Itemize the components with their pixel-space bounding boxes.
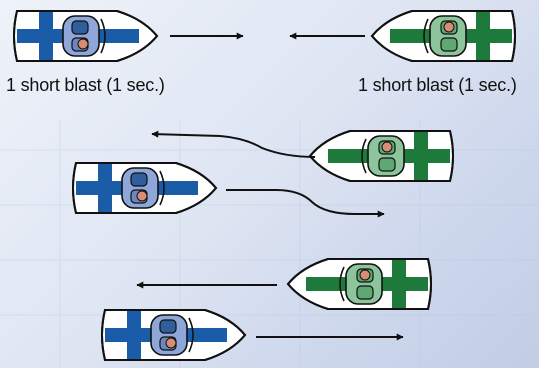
- boat-icon: [101, 309, 246, 361]
- boat-icon: [13, 10, 158, 62]
- boat-icon: [371, 10, 516, 62]
- arrow-icon: [151, 130, 316, 158]
- arrow-icon: [226, 189, 385, 218]
- caption-right-signal: 1 short blast (1 sec.): [358, 75, 517, 95]
- boat-icon: [309, 130, 454, 182]
- caption-left-signal: 1 short blast (1 sec.): [6, 75, 165, 95]
- background-grid: [0, 120, 539, 368]
- boat-icon: [72, 162, 217, 214]
- boat-icon: [287, 258, 432, 310]
